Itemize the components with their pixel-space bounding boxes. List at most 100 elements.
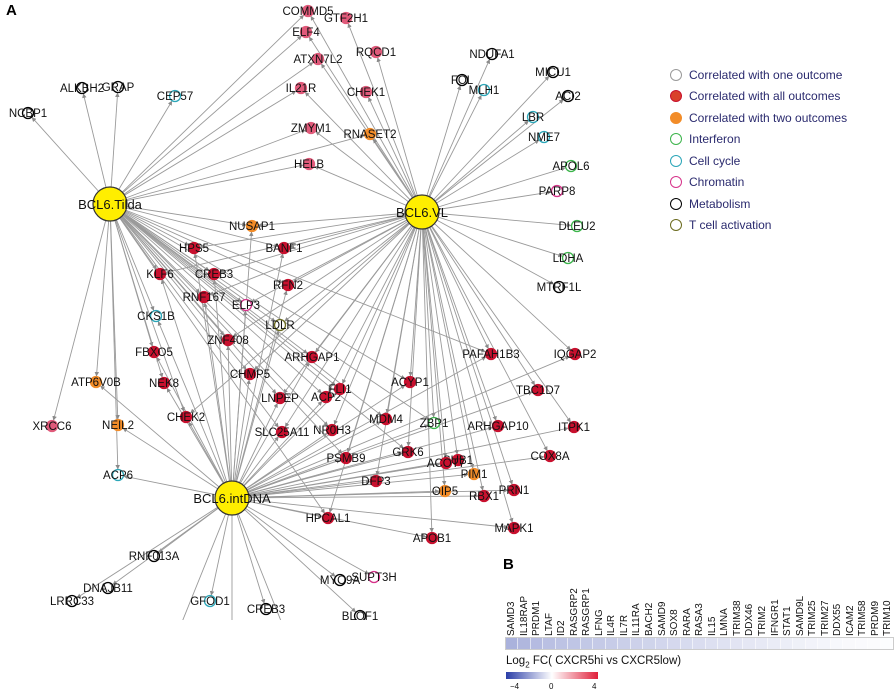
gene-label-alkbh2: ALKBH2 [60,83,104,95]
gene-label-iqgap2: IQGAP2 [554,349,597,361]
heatmap-gene-label-text: LFNG [593,609,605,636]
edge-vl-acp2 [328,211,423,393]
gene-node-lbr [526,110,540,124]
edge-tilda-elf4 [109,35,302,205]
edge-tilda-zmym1 [109,129,306,205]
heatmap-gene-label: RASGRP1 [580,582,592,636]
edge-intdna-dfp3 [231,479,371,499]
edge-vl-ndufa1 [421,59,490,213]
edge-tilda-acyp1 [109,203,406,380]
edge-intdna-atp6v0b [100,385,233,499]
edge-vl-lbr [421,120,529,213]
edge-tilda-cks1b [109,203,155,311]
edge-tilda-ncbp1 [31,117,111,205]
legend-swatch-icon [670,68,682,81]
gene-node-supt3h [367,570,381,584]
gene-node-apol6 [564,159,578,173]
gene-label-hps5: HPS5 [179,243,209,255]
gene-node-lnpep [273,391,287,405]
edge-vl-ldlr [284,211,423,322]
gene-node-rnf167 [197,290,211,304]
heatmap-cell [506,638,519,649]
edge-tilda-helb [109,163,304,205]
heatmap-gene-label: IL11RA [630,582,642,636]
gene-label-acot7: ACOT7 [427,458,465,470]
heatmap-gene-label: RASA3 [693,582,705,636]
edge-intdna-blof1 [231,497,356,613]
gene-label-fol: FOL [451,75,474,87]
edge-intdna-znf408 [226,345,233,499]
gene-label-tbc1d7: TBC1D7 [516,385,560,397]
heatmap-gene-label: SAMD9 [656,582,668,636]
heatmap-gene-label-text: PRDM1 [531,600,543,636]
edge-intdna-mapk1 [231,497,509,530]
heatmap-gene-label: STAT1 [781,582,793,636]
gene-label-mtrf1l: MTRF1L [537,282,582,294]
gene-node-tbc1d7 [531,383,545,397]
gene-label-cep57: CEP57 [157,91,193,103]
edge-tilda-banf1 [109,203,279,248]
heatmap-gene-label-text: SAMD9 [656,601,668,636]
gene-node-elp3 [239,298,253,312]
gene-node-elf4 [299,25,313,39]
gene-node-dnajb11 [101,581,115,595]
edge-intdna-supt3h [231,497,370,575]
gene-node-cox8a [543,449,557,463]
edge-vl-rbx1 [421,211,485,491]
gene-label-gtf2h1: GTF2H1 [324,13,368,25]
gene-label-blof1: BLOF1 [342,611,378,620]
heatmap-cell [668,638,681,649]
heatmap-gene-label: ICAM2 [844,582,856,636]
gene-node-grk6 [401,445,415,459]
gene-node-blof1 [353,609,367,620]
gene-node-ldha [561,251,575,265]
colorbar [506,672,598,679]
gene-label-itpk1: ITPK1 [558,422,590,434]
gene-node-pim1 [467,467,481,481]
edge-vl-fol [421,85,462,213]
heatmap-cell [843,638,856,649]
edge-intdna-mdm4 [231,421,382,499]
gene-node-il21r [294,81,308,95]
gene-label-acp2: ACP2 [311,392,341,404]
gene-label-fbxo5: FBXO5 [135,347,173,359]
edge-vl-nr0h3 [333,211,423,425]
gene-label-hpcal1: HPCAL1 [306,513,351,525]
heatmap-gene-label: RASGRP2 [568,582,580,636]
heatmap-gene-label: TRIM38 [731,582,743,636]
legend-swatch-icon [670,111,682,124]
gene-node-nusap1 [245,219,259,233]
legend-label: Cell cycle [689,153,741,168]
edge-tilda-hpcal1 [109,203,325,514]
heatmap-gene-label-text: DDX55 [832,603,844,636]
edge-vl-acot7 [421,211,448,458]
gene-label-cox8a: COX8A [531,451,570,463]
heatmap-gene-label-text: LTAF [543,613,555,636]
gene-node-iqgap2 [568,347,582,361]
heatmap-gene-label-text: PRDM9 [869,600,881,636]
gene-node-mtrf1l [552,280,566,294]
heatmap-cell [805,638,819,649]
gene-node-cep57 [168,89,182,103]
edge-vl-zbp1 [421,211,436,418]
edge-vl-parp8 [421,190,552,213]
edge-tilda-commd5 [109,14,305,205]
gene-node-mdm4 [379,412,393,426]
edge-intdna-klf6 [160,279,233,499]
edge-intdna-lrrc33 [76,497,233,599]
gene-label-grap: GRAP [102,82,135,94]
gene-node-acot7 [439,456,453,470]
gene-node-apob1 [425,531,439,545]
edge-tilda-acp2 [109,203,322,394]
edge-vl-iqgap2 [421,211,571,351]
edge-vl-dleu2 [421,211,572,228]
heatmap-gene-label: SOX8 [668,582,680,636]
gene-label-oip5: OIP5 [432,486,458,498]
edge-intdna-itpk1 [231,426,569,499]
edge-vl-dfp3 [375,211,423,476]
edge-tilda-il21r [109,90,297,205]
edge-vl-znf408 [232,211,423,338]
gene-node-lrrc33 [65,594,79,608]
gene-node-cks1b [149,309,163,323]
